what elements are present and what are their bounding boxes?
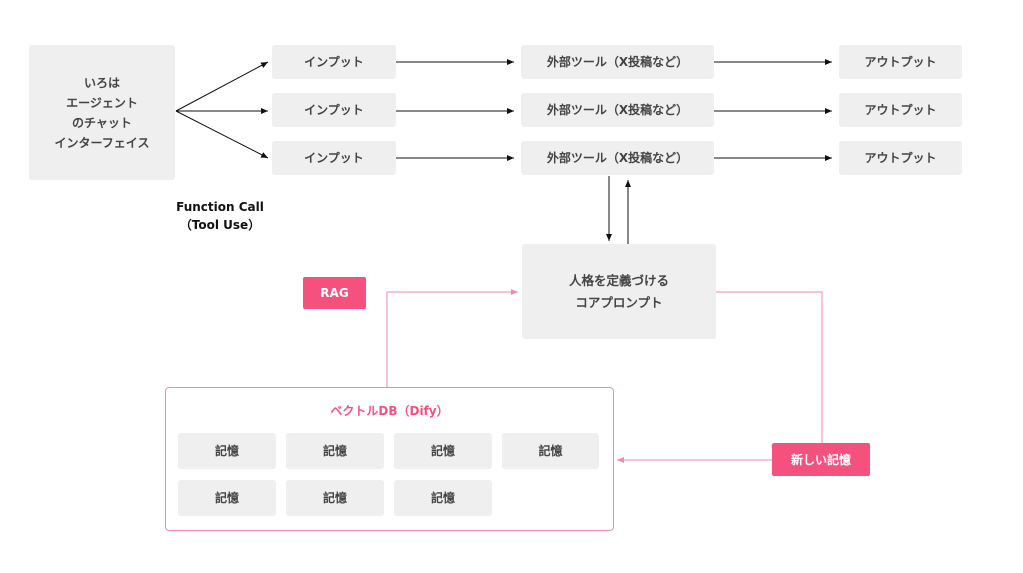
arrow-rag-db-to-core — [386, 289, 518, 387]
memory-item: 記憶 — [178, 480, 276, 516]
input-box-3: インプット — [272, 141, 396, 175]
input-label: インプット — [304, 151, 364, 165]
external-tool-label: 外部ツール（X投稿など） — [546, 151, 689, 165]
input-box-2: インプット — [272, 93, 396, 127]
memory-item: 記憶 — [286, 480, 384, 516]
memory-label: 記憶 — [214, 491, 239, 505]
output-box-1: アウトプット — [839, 45, 962, 79]
memory-label: 記憶 — [214, 444, 239, 458]
line-core-to-new-memory — [716, 291, 823, 443]
chat-interface-box: いろは エージェント のチャット インターフェイス — [29, 45, 175, 180]
external-tool-label: 外部ツール（X投稿など） — [546, 103, 689, 117]
output-label: アウトプット — [864, 55, 937, 69]
output-label: アウトプット — [864, 151, 937, 165]
output-box-3: アウトプット — [839, 141, 962, 175]
memory-label: 記憶 — [430, 491, 455, 505]
memory-item: 記憶 — [394, 433, 492, 469]
vector-db-container — [165, 387, 614, 531]
memory-item: 記憶 — [286, 433, 384, 469]
memory-item: 記憶 — [178, 433, 276, 469]
output-box-2: アウトプット — [839, 93, 962, 127]
arrow-chat-to-input-3 — [175, 110, 269, 159]
arrow-chat-to-input-1 — [175, 61, 269, 112]
output-label: アウトプット — [864, 103, 937, 117]
function-call-caption: Function Call （Tool Use） — [176, 200, 264, 232]
rag-badge: RAG — [303, 277, 366, 309]
memory-label: 記憶 — [538, 444, 563, 458]
memory-item: 記憶 — [502, 433, 599, 469]
input-box-1: インプット — [272, 45, 396, 79]
external-tool-box-2: 外部ツール（X投稿など） — [521, 93, 714, 127]
rag-label: RAG — [320, 286, 349, 300]
input-label: インプット — [304, 55, 364, 69]
input-label: インプット — [304, 103, 364, 117]
external-tool-box-1: 外部ツール（X投稿など） — [521, 45, 714, 79]
core-prompt-label: 人格を定義づける コアプロンプト — [568, 272, 669, 310]
external-tool-box-3: 外部ツール（X投稿など） — [521, 141, 714, 175]
memory-label: 記憶 — [322, 491, 347, 505]
memory-label: 記憶 — [430, 444, 455, 458]
memory-label: 記憶 — [322, 444, 347, 458]
memory-item: 記憶 — [394, 480, 492, 516]
chat-interface-label: いろは エージェント のチャット インターフェイス — [54, 75, 150, 150]
vector-db-title: ベクトルDB（Dify） — [330, 404, 449, 418]
core-prompt-box: 人格を定義づける コアプロンプト — [522, 244, 716, 339]
new-memory-label: 新しい記憶 — [790, 453, 851, 467]
new-memory-badge: 新しい記憶 — [772, 443, 870, 476]
external-tool-label: 外部ツール（X投稿など） — [546, 55, 689, 69]
